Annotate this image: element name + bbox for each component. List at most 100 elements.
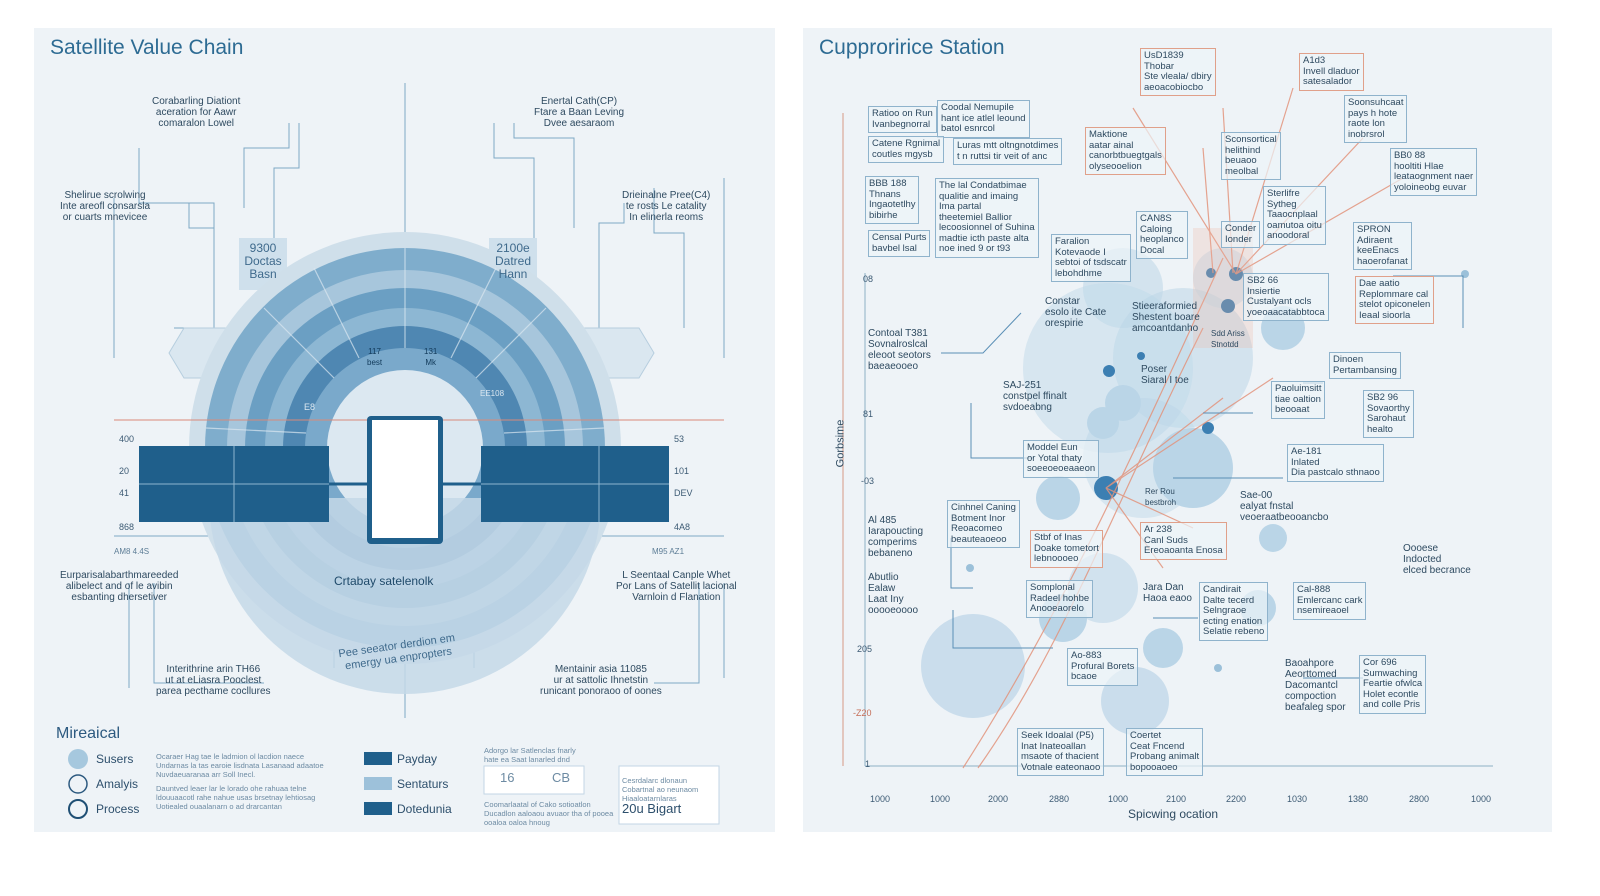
x-tick-2: 1000: [930, 794, 951, 804]
code-low-right: M95 AZ1: [652, 547, 685, 556]
x-tick-11: 1000: [1471, 794, 1492, 804]
right-panel-title: Cupproririce Station: [819, 36, 1005, 59]
side-tick-left-3: 41: [119, 488, 130, 498]
x-tick-8: 1030: [1287, 794, 1308, 804]
y-tick-2: 81: [863, 409, 874, 419]
legend-item-analysis: Amalyis: [96, 777, 139, 791]
side-tick-right-1: 53: [674, 434, 685, 444]
dial-inner-code: EE108: [480, 389, 505, 398]
data-points: [966, 267, 1469, 672]
scatter-graphic: [842, 87, 1493, 769]
x-tick-10: 2800: [1409, 794, 1430, 804]
dial-lower-bowl: [209, 498, 601, 694]
satellite-body: [372, 420, 438, 538]
legend-bar-sentaturs: Sentaturs: [397, 777, 449, 791]
dial-segments: [205, 248, 605, 434]
right-value: 20u Bigart: [622, 801, 682, 816]
legend-item-users: Susers: [96, 752, 134, 766]
side-tick-right-2: 101: [674, 466, 690, 476]
x-axis-label: Spicwing ocation: [1128, 807, 1219, 821]
dial-inner-small: E8: [304, 402, 316, 412]
x-tick-1: 1000: [870, 794, 891, 804]
x-tick-3: 2000: [988, 794, 1009, 804]
y-tick-1: 08: [863, 274, 874, 284]
dial-center-label: Crtabay satelenolk: [334, 574, 434, 588]
left-diagram-panel: Satellite Value Chain: [34, 28, 775, 832]
solar-panel-grid: [139, 446, 669, 522]
y-tick-3: -03: [861, 476, 875, 486]
y-axis-label: Gorbsime: [834, 419, 847, 468]
legend-title: Mireaical: [56, 725, 121, 742]
x-tick-6: 2100: [1166, 794, 1187, 804]
y-tick-6: 1: [865, 759, 871, 769]
legend-item-process: Process: [96, 802, 140, 816]
legend-desc-2: Dauntved leaer lar le lorado ohe rahuaa …: [156, 784, 316, 811]
code-low-left: AM8 4.4S: [114, 547, 150, 556]
left-panel-title: Satellite Value Chain: [50, 36, 244, 59]
counter-a: 16: [500, 770, 515, 785]
legend-desc-1: Ocaraer Hag tae le ladmion ol lacdion na…: [156, 752, 324, 779]
x-tick-5: 1000: [1108, 794, 1129, 804]
y-tick-5: -Z20: [853, 708, 872, 718]
x-tick-9: 1380: [1348, 794, 1369, 804]
side-tick-right-3: DEV: [674, 488, 693, 498]
legend-bar-payday: Payday: [397, 752, 438, 766]
value-chain-graphic: [68, 83, 725, 825]
legend-users-swatch: [68, 749, 88, 769]
right-diagram-panel: Cupproririce Station: [803, 28, 1552, 832]
side-tick-left-4: 868: [119, 522, 135, 532]
callout-leaders: [941, 275, 1464, 679]
side-tick-right-4: 4A8: [674, 522, 691, 532]
legend-bar-dotedunia: Dotedunia: [397, 802, 452, 816]
counter-b: CB: [552, 770, 571, 785]
